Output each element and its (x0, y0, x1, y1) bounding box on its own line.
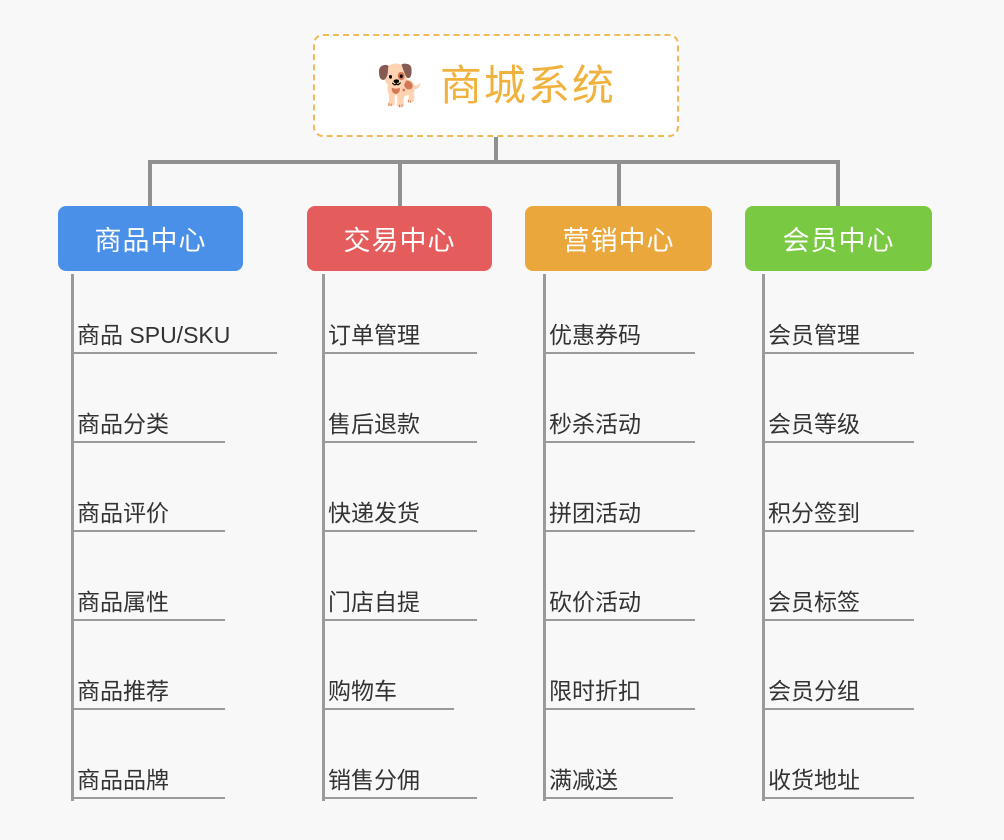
leaf-item[interactable]: 商品推荐 (71, 635, 225, 710)
leaf-item[interactable]: 购物车 (322, 635, 454, 710)
connector-drop-branch-1 (148, 160, 152, 206)
leaf-item[interactable]: 商品品牌 (71, 724, 225, 799)
leaf-item[interactable]: 商品 SPU/SKU (71, 279, 277, 354)
leaf-label: 售后退款 (328, 410, 420, 437)
leaf-label: 会员分组 (768, 677, 860, 704)
leaf-item[interactable]: 销售分佣 (322, 724, 477, 799)
leaf-item[interactable]: 会员等级 (762, 368, 914, 443)
leaf-label: 商品评价 (77, 499, 169, 526)
leaf-item[interactable]: 积分签到 (762, 457, 914, 532)
leaf-item[interactable]: 商品属性 (71, 546, 225, 621)
leaf-item[interactable]: 优惠券码 (543, 279, 695, 354)
category-header-1[interactable]: 商品中心 (58, 206, 243, 271)
leaf-label: 满减送 (549, 766, 618, 793)
category-header-2-label: 交易中心 (343, 226, 456, 256)
leaf-label: 订单管理 (328, 321, 420, 348)
branch-spine-2 (322, 274, 325, 801)
leaf-label: 销售分佣 (328, 766, 420, 793)
leaf-label: 秒杀活动 (549, 410, 641, 437)
branch-spine-3 (543, 274, 546, 801)
category-header-4-label: 会员中心 (782, 226, 895, 256)
category-header-1-label: 商品中心 (94, 226, 207, 256)
leaf-item[interactable]: 快递发货 (322, 457, 477, 532)
leaf-item[interactable]: 商品分类 (71, 368, 225, 443)
connector-drop-branch-2 (398, 160, 402, 206)
category-header-2[interactable]: 交易中心 (307, 206, 492, 271)
leaf-item[interactable]: 拼团活动 (543, 457, 695, 532)
leaf-label: 会员等级 (768, 410, 860, 437)
connector-drop-branch-4 (836, 160, 840, 206)
leaf-label: 商品推荐 (77, 677, 169, 704)
leaf-label: 门店自提 (328, 588, 420, 615)
leaf-label: 积分签到 (768, 499, 860, 526)
shiba-dog-face-icon: 🐕 (376, 63, 426, 108)
branch-spine-4 (762, 274, 765, 801)
leaf-label: 限时折扣 (549, 677, 641, 704)
leaf-item[interactable]: 秒杀活动 (543, 368, 695, 443)
leaf-item[interactable]: 商品评价 (71, 457, 225, 532)
category-header-4[interactable]: 会员中心 (745, 206, 932, 271)
leaf-item[interactable]: 会员分组 (762, 635, 914, 710)
leaf-label: 收货地址 (768, 766, 860, 793)
connector-drop-branch-3 (617, 160, 621, 206)
leaf-item[interactable]: 会员管理 (762, 279, 914, 354)
category-header-3[interactable]: 营销中心 (525, 206, 712, 271)
root-node[interactable]: 🐕 商城系统 (313, 34, 679, 137)
root-node-label: 商城系统 (439, 61, 616, 109)
leaf-label: 优惠券码 (549, 321, 641, 348)
leaf-label: 砍价活动 (549, 588, 641, 615)
leaf-label: 快递发货 (328, 499, 420, 526)
leaf-item[interactable]: 订单管理 (322, 279, 477, 354)
leaf-item[interactable]: 收货地址 (762, 724, 914, 799)
leaf-item[interactable]: 满减送 (543, 724, 673, 799)
leaf-item[interactable]: 会员标签 (762, 546, 914, 621)
leaf-item[interactable]: 门店自提 (322, 546, 477, 621)
leaf-label: 拼团活动 (549, 499, 641, 526)
leaf-label: 会员管理 (768, 321, 860, 348)
leaf-label: 购物车 (328, 677, 397, 704)
leaf-label: 会员标签 (768, 588, 860, 615)
leaf-item[interactable]: 售后退款 (322, 368, 477, 443)
leaf-label: 商品 SPU/SKU (77, 321, 231, 348)
leaf-label: 商品分类 (77, 410, 169, 437)
branch-spine-1 (71, 274, 74, 801)
connector-root-stem (494, 137, 498, 164)
category-header-3-label: 营销中心 (562, 226, 675, 256)
leaf-item[interactable]: 限时折扣 (543, 635, 695, 710)
leaf-item[interactable]: 砍价活动 (543, 546, 695, 621)
leaf-label: 商品属性 (77, 588, 169, 615)
leaf-label: 商品品牌 (77, 766, 169, 793)
connector-horizontal-bus (148, 160, 840, 164)
